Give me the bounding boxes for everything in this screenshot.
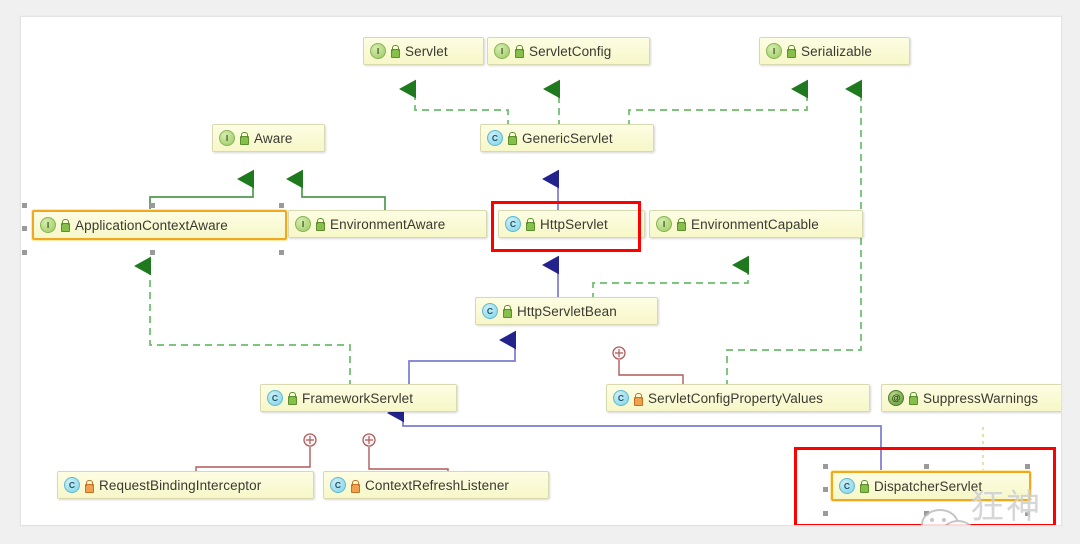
class-badge-icon: C — [613, 390, 629, 406]
edge-frameworkservlet-implements-appctxaware — [134, 256, 351, 387]
node-label: FrameworkServlet — [302, 390, 414, 406]
node-servlet[interactable]: I Servlet — [363, 37, 484, 65]
watermark-text: 狂神说 — [970, 487, 1043, 526]
node-genericservlet[interactable]: C GenericServlet — [480, 124, 654, 152]
node-serializable[interactable]: I Serializable — [759, 37, 910, 65]
node-servletconfig[interactable]: I ServletConfig — [487, 37, 650, 65]
node-httpservlet[interactable]: C HttpServlet — [498, 210, 645, 238]
node-label: DispatcherServlet — [874, 478, 983, 494]
class-badge-icon: C — [267, 390, 283, 406]
edge-frameworkservlet-inner-crl — [362, 433, 449, 474]
annotation-badge-icon: @ — [888, 390, 904, 406]
interface-badge-icon: I — [494, 43, 510, 59]
edge-layer — [134, 79, 984, 474]
wechat-watermark: 狂神说 — [921, 479, 1061, 526]
interface-badge-icon: I — [766, 43, 782, 59]
private-lock-icon — [349, 479, 360, 493]
edge-dispatcher-extends-frameworkservlet — [387, 403, 882, 473]
node-httpservletbean[interactable]: C HttpServletBean — [475, 297, 658, 325]
node-suppresswarnings[interactable]: @ SuppressWarnings — [881, 384, 1061, 412]
class-badge-icon: C — [839, 478, 855, 494]
node-label: EnvironmentCapable — [691, 216, 819, 232]
node-label: ApplicationContextAware — [75, 217, 228, 233]
class-badge-icon: C — [64, 477, 80, 493]
public-lock-icon — [524, 217, 535, 231]
node-label: RequestBindingInterceptor — [99, 477, 262, 493]
node-label: Aware — [254, 130, 293, 146]
edge-envaware-extends-aware — [286, 169, 386, 213]
public-lock-icon — [513, 44, 524, 58]
public-lock-icon — [501, 304, 512, 318]
public-lock-icon — [238, 131, 249, 145]
node-label: SuppressWarnings — [923, 390, 1039, 406]
edge-dispatcher-implements-serializable — [726, 79, 863, 387]
node-applicationcontextaware[interactable]: I ApplicationContextAware — [32, 210, 287, 240]
public-lock-icon — [59, 218, 70, 232]
public-lock-icon — [389, 44, 400, 58]
public-lock-icon — [907, 391, 918, 405]
public-lock-icon — [314, 217, 325, 231]
public-lock-icon — [785, 44, 796, 58]
node-label: EnvironmentAware — [330, 216, 446, 232]
node-aware[interactable]: I Aware — [212, 124, 325, 152]
edge-httpservletbean-implements-envcapable — [592, 255, 750, 300]
public-lock-icon — [286, 391, 297, 405]
node-dispatcherservlet[interactable]: C DispatcherServlet — [831, 471, 1031, 501]
node-label: Serializable — [801, 43, 872, 59]
node-label: ServletConfig — [529, 43, 612, 59]
diagram-canvas[interactable]: I Servlet I ServletConfig I Serializable… — [20, 16, 1062, 526]
class-badge-icon: C — [487, 130, 503, 146]
node-label: Servlet — [405, 43, 448, 59]
node-frameworkservlet[interactable]: C FrameworkServlet — [260, 384, 457, 412]
interface-badge-icon: I — [370, 43, 386, 59]
private-lock-icon — [632, 392, 643, 406]
public-lock-icon — [675, 217, 686, 231]
edge-genericservlet-implements-serializable — [628, 79, 809, 127]
private-lock-icon — [83, 479, 94, 493]
node-environmentaware[interactable]: I EnvironmentAware — [288, 210, 487, 238]
node-label: ContextRefreshListener — [365, 477, 510, 493]
node-label: HttpServlet — [540, 216, 608, 232]
class-badge-icon: C — [505, 216, 521, 232]
node-servletconfigpropertyvalues[interactable]: C ServletConfigPropertyValues — [606, 384, 870, 412]
node-label: GenericServlet — [522, 130, 613, 146]
node-contextrefreshlistener[interactable]: C ContextRefreshListener — [323, 471, 549, 499]
node-label: ServletConfigPropertyValues — [648, 390, 824, 406]
class-badge-icon: C — [330, 477, 346, 493]
wechat-logo-icon — [921, 507, 975, 525]
interface-badge-icon: I — [219, 130, 235, 146]
node-requestbindinginterceptor[interactable]: C RequestBindingInterceptor — [57, 471, 314, 499]
edge-httpservletbean-inner-scpv — [612, 346, 684, 387]
interface-badge-icon: I — [40, 217, 56, 233]
interface-badge-icon: I — [295, 216, 311, 232]
edge-frameworkservlet-inner-rbi — [195, 433, 317, 474]
node-environmentcapable[interactable]: I EnvironmentCapable — [649, 210, 863, 238]
edge-frameworkservlet-extends-httpservletbean — [408, 330, 517, 387]
public-lock-icon — [506, 131, 517, 145]
edge-genericservlet-implements-servlet — [399, 79, 509, 127]
node-label: HttpServletBean — [517, 303, 617, 319]
public-lock-icon — [858, 479, 869, 493]
class-badge-icon: C — [482, 303, 498, 319]
interface-badge-icon: I — [656, 216, 672, 232]
